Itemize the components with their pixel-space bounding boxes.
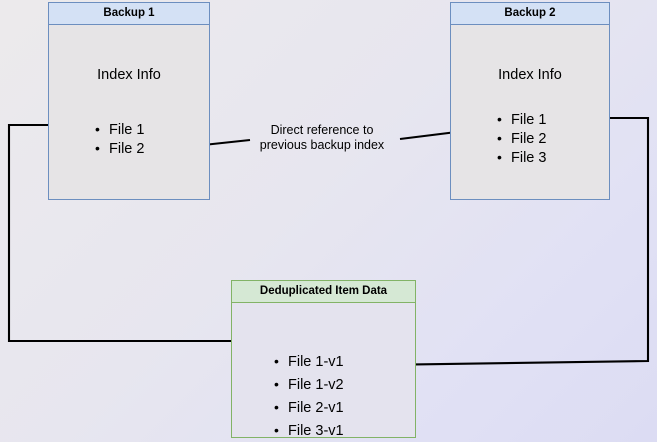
node-backup-1-header: Backup 1 [49, 3, 209, 25]
node-deduplicated-item-data-body: File 1-v1 File 1-v2 File 2-v1 File 3-v1 [232, 303, 415, 442]
node-backup-1-caption: Index Info [97, 67, 161, 83]
list-item: File 2 [495, 129, 546, 149]
node-backup-2[interactable]: Backup 2 Index Info File 1 File 2 File 3 [450, 2, 610, 200]
list-item: File 1 [495, 110, 546, 130]
list-item: File 2-v1 [272, 396, 344, 420]
edge-label-line-2: previous backup index [259, 138, 385, 152]
edge-label-direct-reference: Direct reference to previous backup inde… [249, 123, 395, 153]
list-item: File 2 [93, 139, 144, 159]
list-item: File 1-v1 [272, 350, 344, 374]
node-backup-2-caption: Index Info [498, 67, 562, 83]
node-backup-1-file-list: File 1 File 2 [93, 120, 144, 159]
list-item: File 1-v2 [272, 373, 344, 397]
node-backup-2-file-list: File 1 File 2 File 3 [495, 110, 546, 168]
node-backup-2-header: Backup 2 [451, 3, 609, 25]
list-item: File 3-v1 [272, 419, 344, 442]
list-item: File 3 [495, 148, 546, 168]
node-backup-1-body: Index Info File 1 File 2 [49, 25, 209, 199]
node-deduplicated-item-data[interactable]: Deduplicated Item Data File 1-v1 File 1-… [231, 280, 416, 442]
list-item: File 1 [93, 120, 144, 140]
node-backup-2-body: Index Info File 1 File 2 File 3 [451, 25, 609, 199]
node-backup-1[interactable]: Backup 1 Index Info File 1 File 2 [48, 2, 210, 200]
node-deduplicated-item-data-file-list: File 1-v1 File 1-v2 File 2-v1 File 3-v1 [272, 350, 344, 442]
node-deduplicated-item-data-header: Deduplicated Item Data [232, 281, 415, 303]
edge-label-line-1: Direct reference to [270, 123, 374, 137]
